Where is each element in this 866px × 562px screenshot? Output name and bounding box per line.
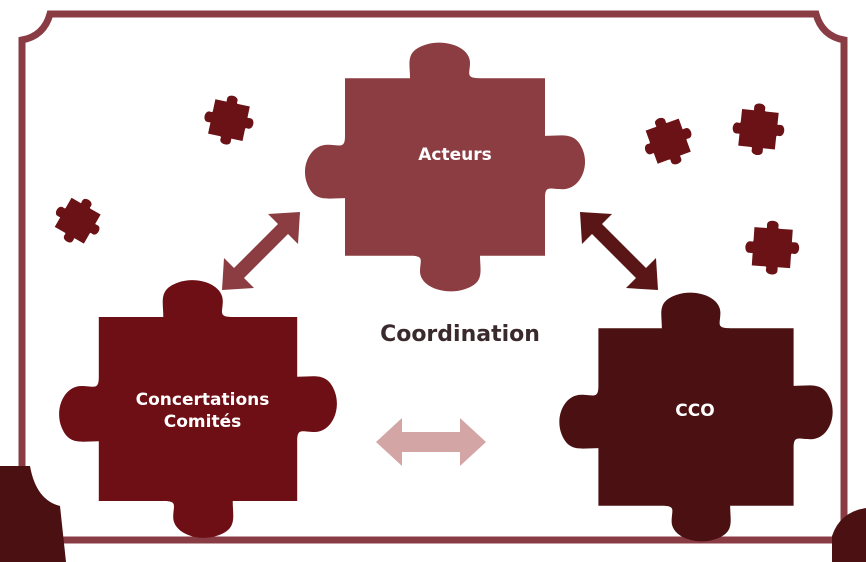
small-puzzle-piece: [45, 188, 110, 253]
small-puzzle-piece: [730, 100, 787, 158]
small-puzzle-piece: [743, 218, 801, 277]
arrow-horizontal: [376, 418, 486, 466]
label-concertations-line2: Comités: [163, 412, 242, 432]
corner-bottom-left: [0, 466, 66, 562]
arrow-right-diagonal: [580, 212, 658, 290]
piece-acteurs: [304, 42, 586, 292]
label-concertations-line1: Concertations: [135, 390, 270, 410]
label-acteurs: Acteurs: [418, 145, 492, 165]
small-puzzle-piece: [636, 109, 700, 173]
diagram-title: Coordination: [380, 322, 540, 347]
small-puzzle-piece: [199, 90, 259, 150]
arrow-left-diagonal: [222, 212, 300, 290]
corner-bottom-right: [832, 508, 866, 562]
label-concertations: Concertations Comités: [100, 389, 305, 433]
label-cco: CCO: [675, 401, 715, 421]
